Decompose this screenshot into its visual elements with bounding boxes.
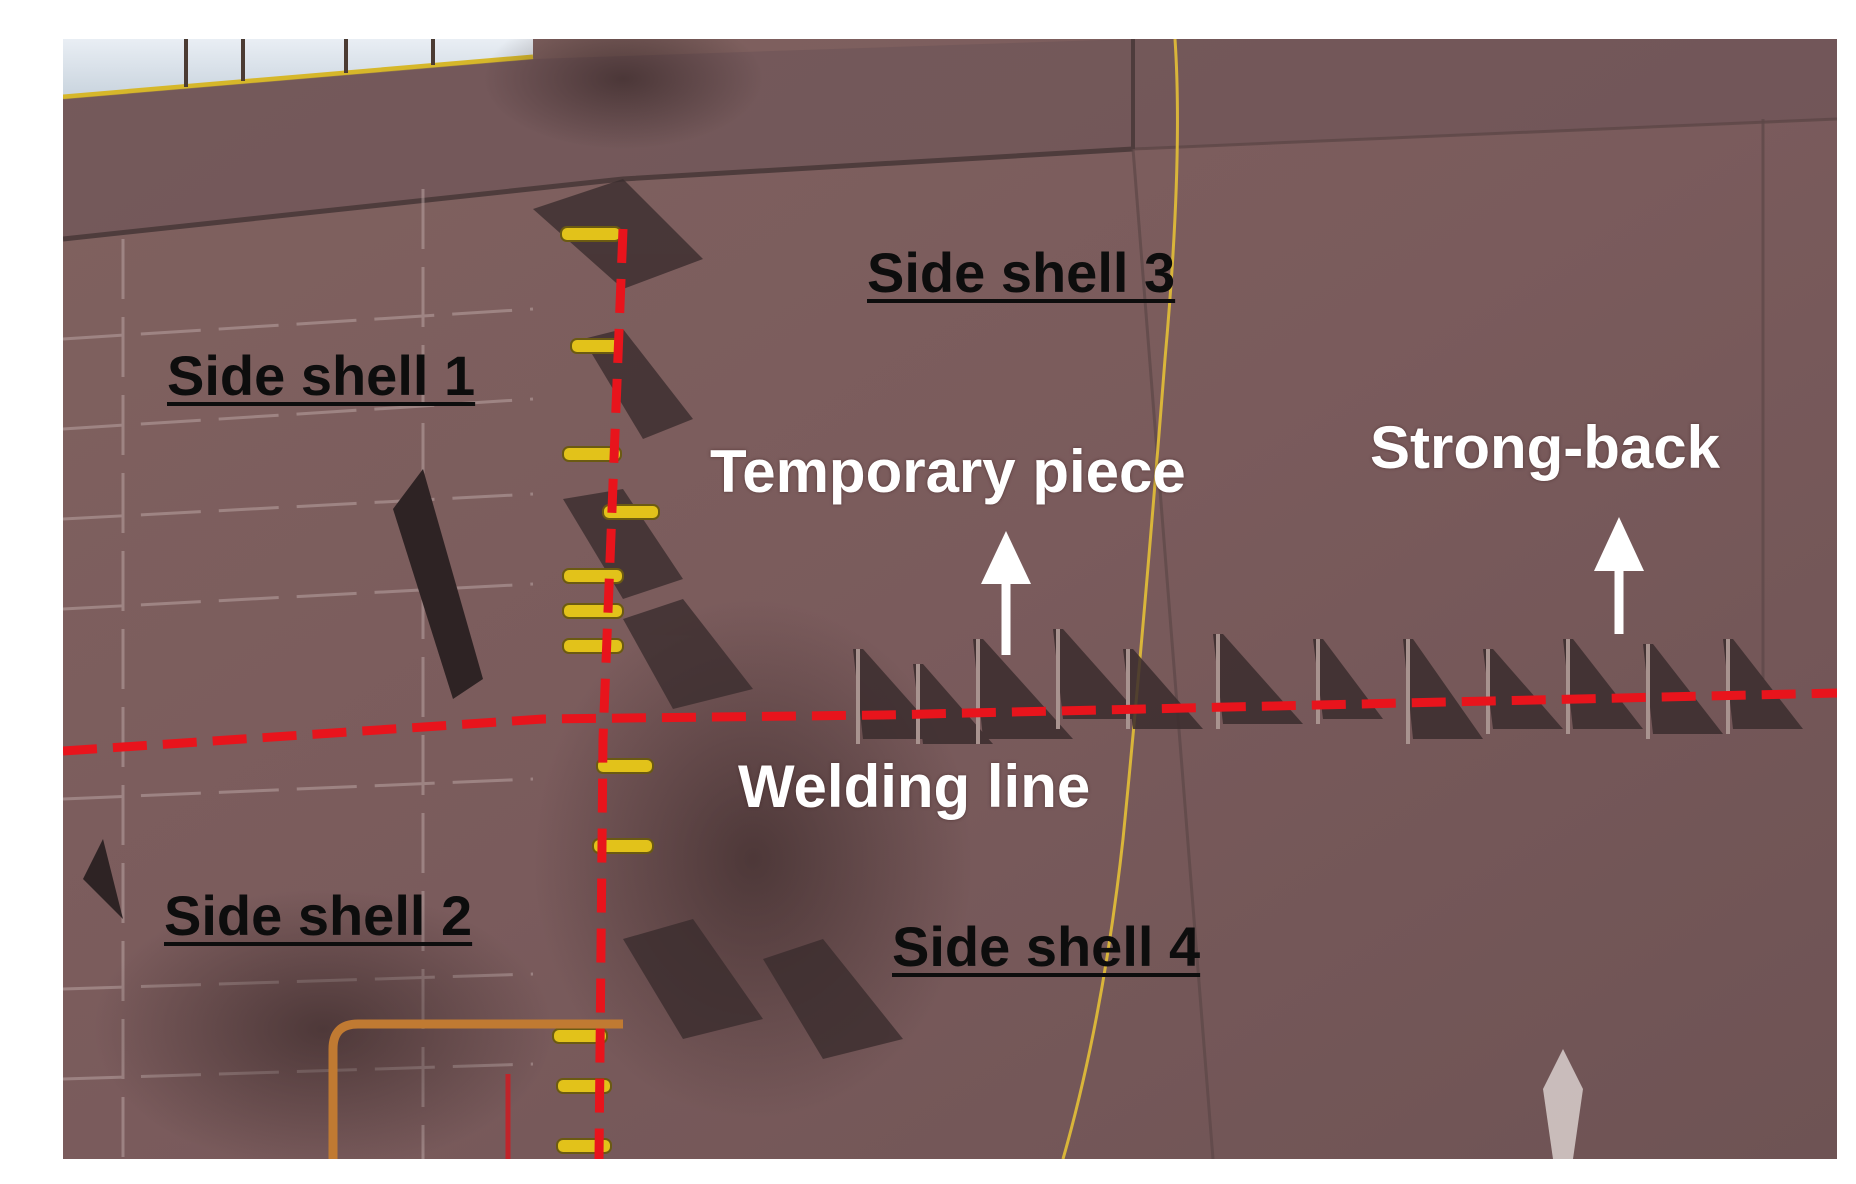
- lower-left-pipe: [328, 1019, 623, 1159]
- label-side-shell-1: Side shell 1: [167, 344, 476, 407]
- label-temporary-piece: Temporary piece: [710, 438, 1186, 505]
- lower-right-fitting: [1543, 1049, 1583, 1159]
- soot-mark-top: [483, 39, 763, 149]
- sky-strip: [63, 39, 533, 97]
- railing: [63, 54, 534, 100]
- railing-posts: [184, 39, 435, 87]
- left-bracket: [393, 469, 483, 699]
- temporary-piece-arrow: [981, 531, 1031, 655]
- yellow-rope: [1061, 39, 1179, 1159]
- soot-mark-lower-left: [93, 889, 553, 1159]
- strong-back-arrow: [1594, 517, 1644, 634]
- welding-line-horizontal: [63, 688, 1837, 756]
- label-side-shell-4: Side shell 4: [892, 915, 1201, 978]
- arrow-up-icon: [1594, 517, 1644, 571]
- hull-scene: [63, 39, 1837, 1159]
- temporary-pieces-vertical: [533, 179, 903, 1059]
- strong-back-fin-edges: [856, 629, 1730, 744]
- label-side-shell-2: Side shell 2: [164, 884, 473, 947]
- label-side-shell-3: Side shell 3: [867, 241, 1176, 304]
- arrow-up-icon: [981, 531, 1031, 584]
- welding-line-vertical: [594, 228, 628, 1159]
- upper-seam-right: [1132, 117, 1837, 151]
- left-edge-bracket: [83, 839, 123, 919]
- plate-seams: [1131, 119, 1765, 1159]
- ship-hull-photo: [63, 39, 1837, 1159]
- label-welding-line: Welding line: [738, 753, 1091, 820]
- label-strong-back: Strong-back: [1370, 414, 1721, 481]
